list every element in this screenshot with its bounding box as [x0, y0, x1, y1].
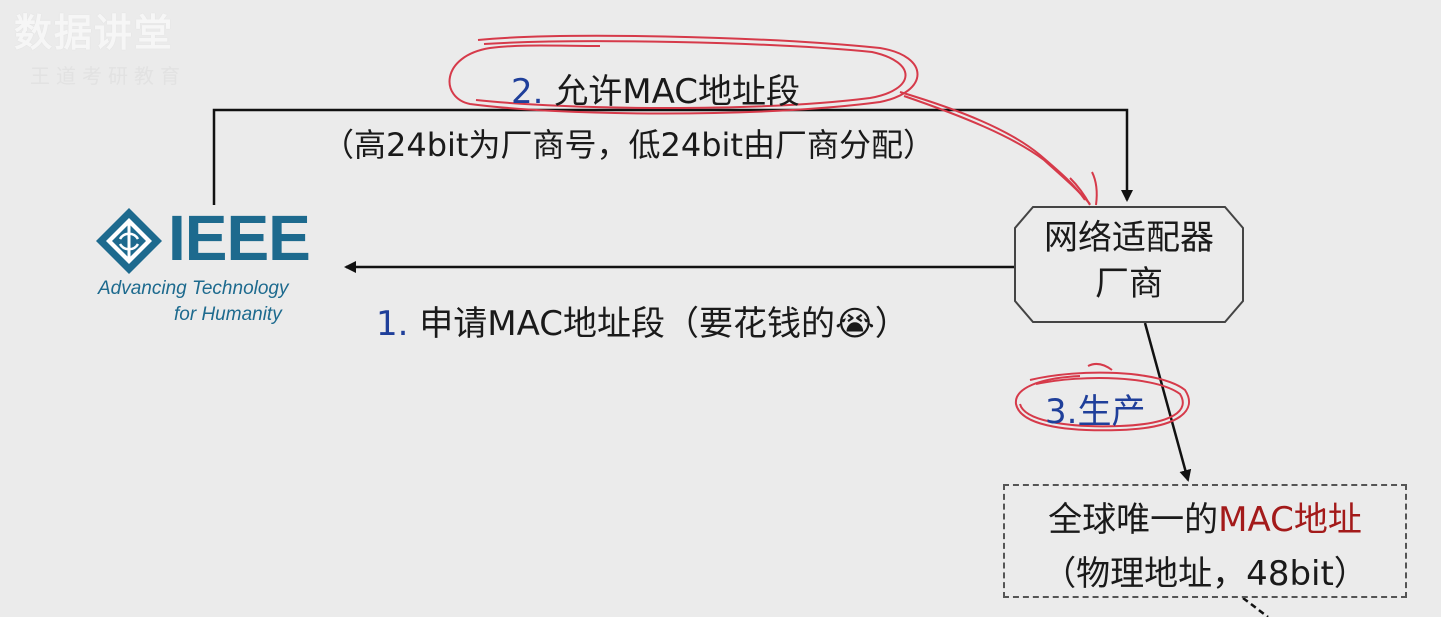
vendor-label: 网络适配器厂商 — [1015, 215, 1243, 307]
vendor-box-shape — [1014, 206, 1244, 323]
watermark-subtitle: 王道考研教育 — [30, 64, 186, 88]
step3-label: 3.生产 — [1045, 384, 1145, 433]
step2-label: 2. 允许MAC地址段 — [511, 64, 800, 113]
annotation-circle-step3 — [1014, 362, 1190, 432]
arrow-allow-mac — [212, 108, 1133, 205]
crying-emoji-icon: 😭 — [835, 304, 875, 344]
step1-number: 1. — [376, 304, 409, 344]
arrow-continue — [1242, 597, 1269, 617]
ieee-tagline-line2: for Humanity — [174, 304, 282, 325]
mac-result-box — [1003, 484, 1407, 598]
step2-detail: （高24bit为厂商号，低24bit由厂商分配） — [322, 126, 935, 164]
watermark-title: 数据讲堂 — [14, 11, 175, 55]
vendor-label-text: 网络适配器厂商 — [1044, 218, 1214, 304]
step1-text: 申请MAC地址段（要花钱的 — [419, 304, 836, 344]
ieee-logo: IEEE Advancing Technology for Humanity — [92, 202, 322, 332]
step1-close: ） — [874, 304, 909, 344]
mac-result-prefix: 全球唯一的 — [1048, 500, 1219, 540]
annotation-circle-step2 — [448, 34, 1098, 206]
arrow-produce — [1143, 322, 1192, 482]
ieee-diamond-icon — [96, 208, 162, 274]
mac-result-highlight: MAC地址 — [1218, 500, 1362, 540]
step3-text: 生产 — [1077, 392, 1146, 432]
mac-result-detail: （物理地址，48bit） — [1042, 554, 1368, 594]
step1-label: 1. 申请MAC地址段（要花钱的😭） — [376, 296, 909, 345]
step2-number: 2. — [511, 72, 544, 112]
ieee-wordmark: IEEE — [168, 202, 311, 274]
ieee-tagline-line1: Advancing Technology — [98, 278, 289, 299]
step3-number: 3. — [1045, 392, 1078, 432]
mac-result-title: 全球唯一的MAC地址 — [1003, 492, 1407, 541]
step2-text: 允许MAC地址段 — [554, 72, 801, 112]
